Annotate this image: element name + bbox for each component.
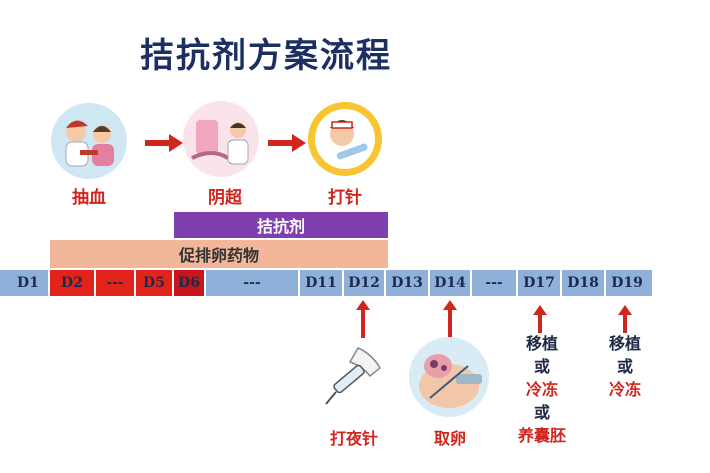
timeline-separator (172, 270, 174, 296)
step-label-blood-draw: 抽血 (72, 188, 106, 208)
day-cell-d12: D12 (344, 270, 384, 296)
d17-freeze-label: 冷冻 (525, 380, 558, 399)
step-ultrasound (182, 100, 260, 182)
d19-freeze-label: 冷冻 (608, 380, 641, 399)
d17-or-label-2: 或 (533, 403, 550, 422)
step-blood-draw (50, 102, 128, 184)
flow-arrow-icon (145, 134, 183, 152)
day-cell-gap-1: --- (96, 270, 134, 296)
step-label-injection: 打针 (328, 188, 362, 208)
ovulation-drug-bar: 促排卵药物 (50, 240, 388, 268)
egg-retrieval-label: 取卵 (434, 429, 467, 448)
day-cell-d13: D13 (386, 270, 428, 296)
up-arrow-icon (618, 305, 632, 333)
step-injection (306, 100, 384, 182)
flow-arrow-icon (268, 134, 306, 152)
timeline-separator (516, 270, 518, 296)
timeline-separator (342, 270, 344, 296)
timeline-separator (560, 270, 562, 296)
syringe-icon (318, 338, 388, 414)
day-cell-gap-3: --- (472, 270, 516, 296)
timeline-separator (48, 270, 50, 296)
d17-or-label: 或 (533, 357, 550, 376)
blood-draw-icon (51, 103, 127, 179)
day-cell-d17: D17 (518, 270, 560, 296)
night-shot-label: 打夜针 (330, 429, 379, 448)
d19-transfer-label: 移植 (608, 334, 641, 353)
day-cell-d1: D1 (8, 270, 48, 296)
day-cell-gap-2: --- (206, 270, 298, 296)
timeline-separator (94, 270, 96, 296)
day-cell-d11: D11 (300, 270, 342, 296)
timeline-separator (428, 270, 430, 296)
page-title: 拮抗剂方案流程 (140, 36, 392, 76)
day-cell-d2: D2 (50, 270, 94, 296)
timeline-separator (134, 270, 136, 296)
timeline-separator (298, 270, 300, 296)
day-cell-d14: D14 (430, 270, 470, 296)
day-cell-d19: D19 (606, 270, 648, 296)
antagonist-bar: 拮抗剂 (174, 212, 388, 238)
step-label-ultrasound: 阴超 (208, 188, 242, 208)
timeline-separator (204, 270, 206, 296)
timeline-separator (604, 270, 606, 296)
timeline-separator (384, 270, 386, 296)
d17-blastocyst-label: 养囊胚 (517, 426, 566, 445)
timeline-separator (470, 270, 472, 296)
day-cell-d5: D5 (136, 270, 172, 296)
day-cell-d18: D18 (562, 270, 604, 296)
ultrasound-exam-icon (183, 101, 259, 177)
up-arrow-icon (533, 305, 547, 333)
up-arrow-icon (443, 300, 457, 338)
d17-transfer-label: 移植 (525, 334, 558, 353)
injection-nurse-icon (308, 102, 382, 176)
up-arrow-icon (356, 300, 370, 338)
d19-or-label: 或 (616, 357, 633, 376)
egg-retrieval-icon (409, 337, 489, 417)
day-cell-d6: D6 (174, 270, 204, 296)
